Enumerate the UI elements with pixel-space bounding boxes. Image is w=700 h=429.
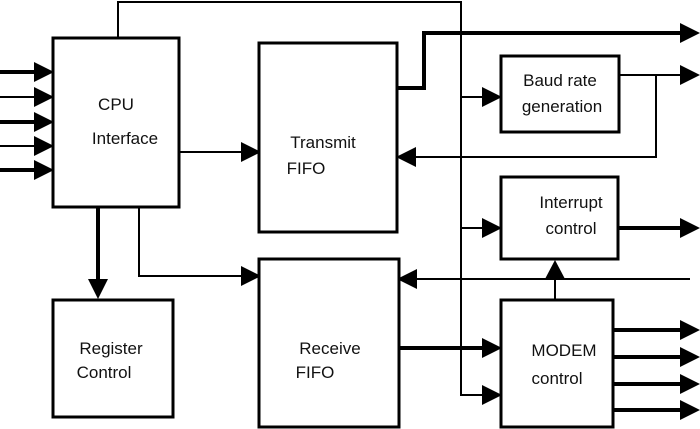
arrow-to-interrupt	[482, 218, 502, 238]
arrow-modem-out-3	[680, 374, 700, 394]
baud-rate-label-2: generation	[522, 97, 602, 116]
cpu-interface-label-2: Interface	[92, 129, 158, 148]
arrow-modem-to-interrupt	[545, 260, 565, 279]
interrupt-control-block: Interrupt control	[499, 175, 620, 261]
arrow-to-receive	[241, 266, 261, 286]
arrow-interrupt-out	[680, 218, 700, 238]
baud-rate-generation-block: Baud rate generation	[499, 54, 621, 134]
arrow-cpu-input-2	[34, 87, 54, 107]
arrowheads	[34, 23, 700, 420]
transmit-fifo-label-2: FIFO	[287, 159, 326, 178]
interrupt-control-label-2: control	[545, 219, 596, 238]
receive-fifo-label-2: FIFO	[296, 363, 335, 382]
wire-baud-to-transmit	[414, 74, 657, 158]
arrow-cpu-input-5	[34, 160, 54, 180]
baud-rate-label-1: Baud rate	[523, 71, 597, 90]
transmit-fifo-label-1: Transmit	[290, 133, 356, 152]
receive-fifo-label-1: Receive	[299, 339, 360, 358]
arrow-transmit-out	[680, 23, 700, 43]
arrow-cpu-input-4	[34, 136, 54, 156]
arrow-modem-out-4	[680, 400, 700, 420]
interrupt-control-label-1: Interrupt	[539, 193, 603, 212]
arrow-modem-out-1	[680, 320, 700, 340]
arrow-baud-to-transmit	[396, 147, 416, 167]
wire-transmit-out	[398, 31, 684, 90]
connections	[0, 1, 690, 412]
arrow-to-register	[88, 279, 108, 299]
modem-control-block: MODEM control	[499, 298, 615, 429]
arrow-to-transmit	[241, 142, 261, 162]
modem-control-label-2: control	[531, 369, 582, 388]
arrow-modem-out-2	[680, 347, 700, 367]
cpu-interface-block: CPU Interface	[51, 36, 181, 209]
receive-fifo-block: Receive FIFO	[257, 257, 401, 429]
register-control-block: Register Control	[51, 298, 175, 419]
arrow-bus-to-modem	[482, 385, 502, 405]
wire-cpu-to-receive	[138, 208, 243, 277]
arrow-right-to-receive	[397, 269, 417, 289]
modem-control-label-1: MODEM	[531, 341, 596, 360]
arrow-baud-out	[680, 65, 700, 85]
arrow-receive-to-modem	[482, 338, 502, 358]
arrow-cpu-input-3	[34, 112, 54, 132]
cpu-interface-label-1: CPU	[98, 95, 134, 114]
register-control-label-1: Register	[79, 339, 143, 358]
arrow-to-baud	[482, 87, 502, 107]
wire-cpu-top-bus	[117, 1, 486, 396]
arrow-cpu-input-1	[34, 62, 54, 82]
transmit-fifo-block: Transmit FIFO	[257, 41, 399, 234]
register-control-label-2: Control	[77, 363, 132, 382]
